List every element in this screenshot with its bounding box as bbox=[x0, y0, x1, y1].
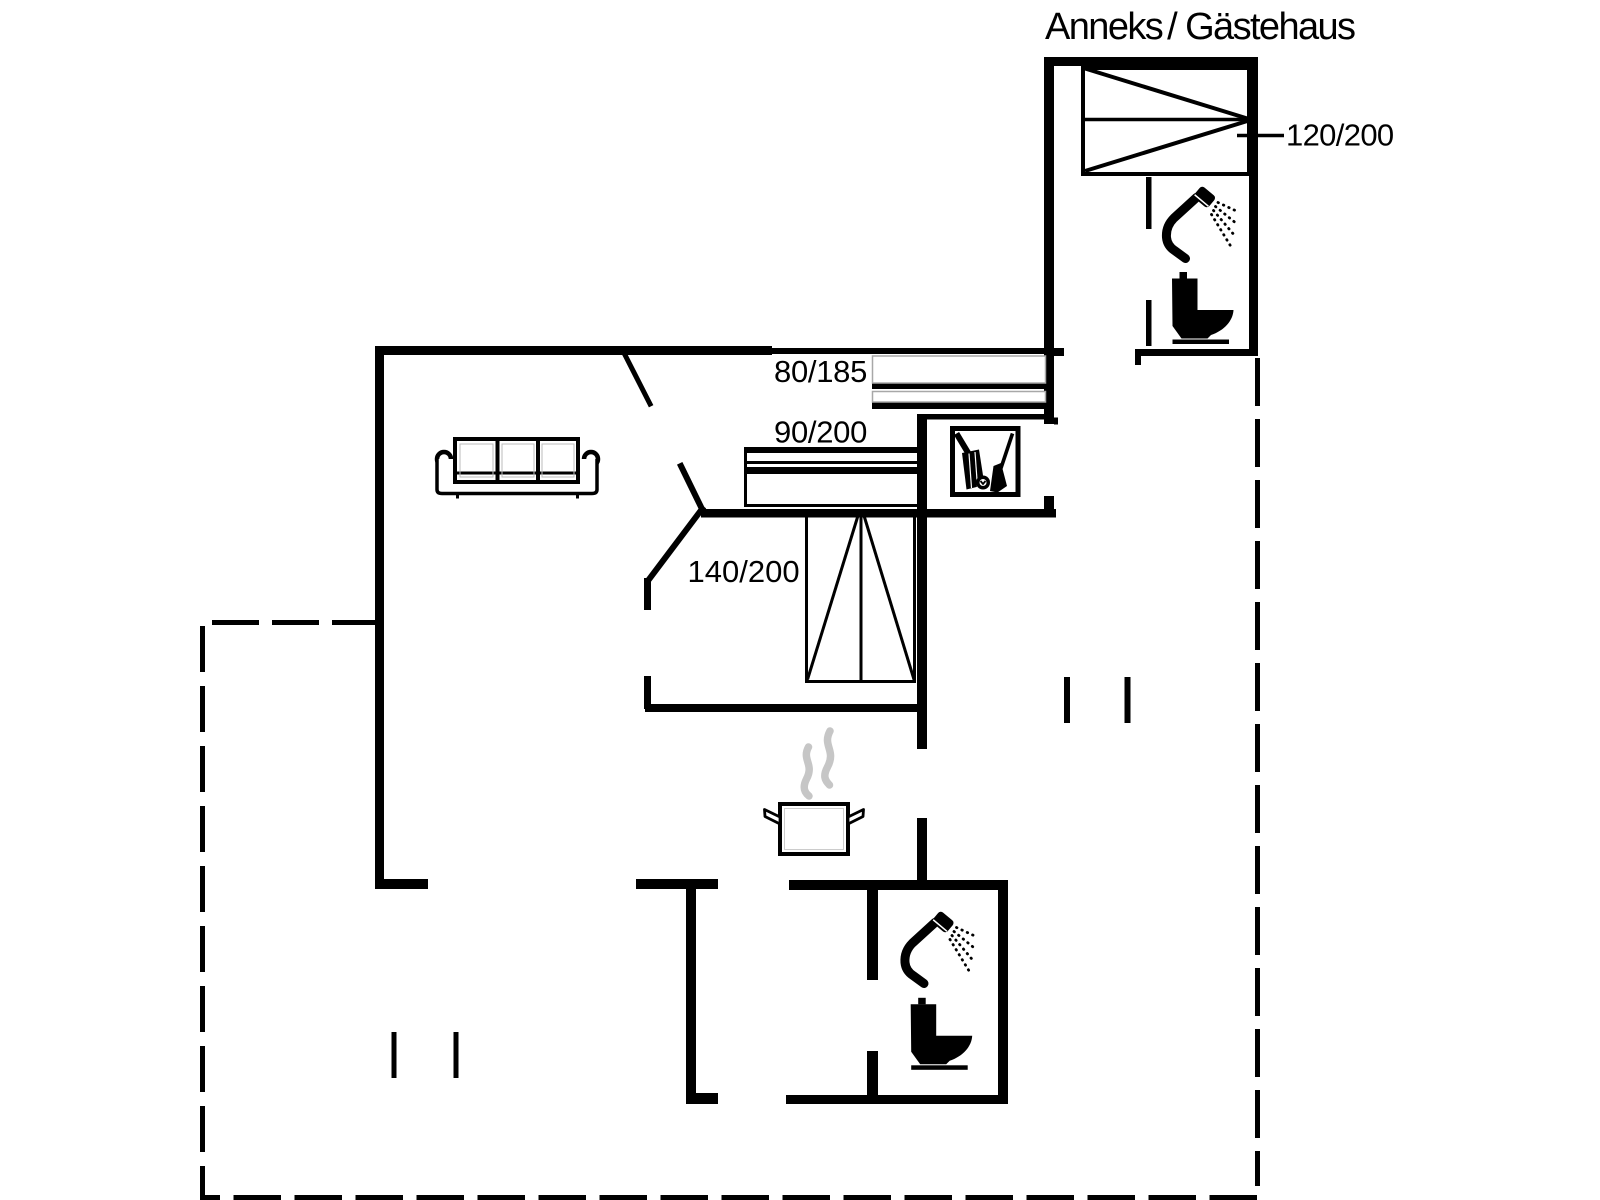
svg-text:90/200: 90/200 bbox=[774, 415, 867, 450]
svg-text:80/185: 80/185 bbox=[774, 354, 867, 389]
svg-text:120/200: 120/200 bbox=[1286, 118, 1394, 153]
svg-text:140/200: 140/200 bbox=[688, 554, 800, 589]
svg-text:Anneks/ Gästehaus: Anneks/ Gästehaus bbox=[1045, 6, 1355, 48]
